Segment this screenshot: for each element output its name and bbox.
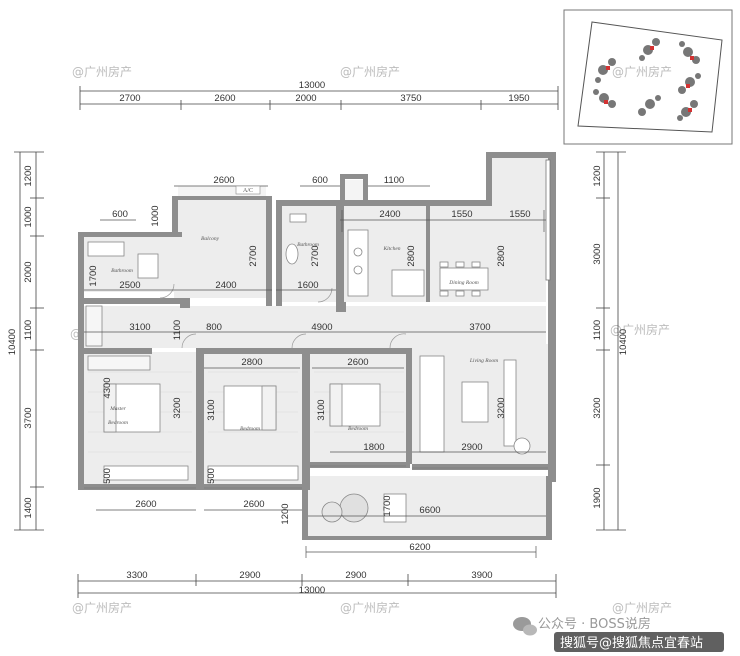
left-dimension: 1200 [23, 165, 34, 186]
inner-dimension: 2800 [496, 245, 507, 266]
inner-dimension: 3200 [496, 397, 507, 418]
bottom-total-dimension: 13000 [299, 585, 325, 596]
sohu-account-text: 搜狐号@搜狐焦点宜春站 [560, 636, 703, 651]
wood-floor-texture [88, 371, 404, 453]
room-label-bedroom: Bedroom [348, 426, 368, 432]
right-dimensions [596, 151, 626, 531]
inner-dimension: 3100 [206, 399, 217, 420]
watermark-text: @广州房产 [610, 322, 670, 337]
inner-dimension: 2900 [461, 442, 482, 453]
inner-dimension: 6600 [419, 505, 440, 516]
site-key-plan [563, 9, 733, 145]
walls [78, 152, 556, 540]
inner-dimension: 3100 [316, 399, 327, 420]
inner-dimension: 600 [112, 209, 128, 220]
wechat-account-text: 公众号 · BOSS说房 [538, 616, 651, 632]
bottom-dimension: 3900 [471, 570, 492, 581]
inner-dimension: 6200 [409, 542, 430, 553]
left-total-dimension: 10400 [7, 329, 18, 355]
room-label-master: Bedroom [108, 420, 128, 426]
left-dimension: 2000 [23, 261, 34, 282]
top-dimension: 2700 [119, 93, 140, 104]
top-total-dimension: 13000 [299, 80, 325, 91]
inner-dimension: 4300 [102, 377, 113, 398]
right-dimension: 1900 [592, 487, 603, 508]
right-dimension: 3200 [592, 397, 603, 418]
left-dimensions [14, 151, 44, 531]
top-dimension: 3750 [400, 93, 421, 104]
right-dimension: 1100 [592, 320, 603, 340]
inner-dimension: 3100 [129, 322, 150, 333]
inner-dimension: 2600 [347, 357, 368, 368]
right-dimension: 1200 [592, 165, 603, 186]
wechat-icon [513, 617, 537, 636]
inner-dimension: 1200 [280, 503, 291, 524]
footer-branding: 公众号 · BOSS说房 搜狐号@搜狐焦点宜春站 [513, 616, 724, 652]
bottom-dimension: 3300 [126, 570, 147, 581]
inner-dimension: 2700 [248, 245, 259, 266]
inner-dimension-lines [84, 185, 546, 558]
room-label-bathroom: Bathroom [111, 268, 133, 274]
windows [84, 159, 551, 489]
room-label-living: Living Room [469, 358, 498, 364]
furniture [85, 213, 531, 523]
watermark-text: @广州房产 [612, 600, 672, 615]
watermark-text: @广州房产 [340, 64, 400, 79]
inner-dimension: 800 [206, 322, 222, 333]
ac-label: A/C [243, 188, 253, 194]
inner-dimension: 600 [312, 175, 328, 186]
inner-dimension: 2800 [406, 245, 417, 266]
inner-dimension: 4900 [311, 322, 332, 333]
inner-dimension: 1100 [384, 175, 404, 186]
inner-dimension: 2600 [213, 175, 234, 186]
ac-unit [235, 185, 261, 195]
inner-dimension: 1600 [297, 280, 318, 291]
watermark-text: @广州房产 [72, 600, 132, 615]
watermark-text: @广州房产 [72, 64, 132, 79]
room-label-kitchen: Kitchen [382, 246, 400, 252]
room-label-bedroom: Bedroom [240, 426, 260, 432]
bottom-dimensions [77, 574, 557, 598]
right-dimension: 3000 [592, 243, 603, 264]
inner-dimension: 1000 [150, 205, 161, 226]
watermark-text: @广州房产 [340, 600, 400, 615]
room-label-balcony: Balcony [201, 236, 220, 242]
sohu-badge [554, 632, 724, 652]
inner-dimension: 1100 [172, 320, 183, 340]
inner-dimension: 2400 [379, 209, 400, 220]
inner-dimension: 2700 [310, 245, 321, 266]
inner-dimension: 500 [102, 468, 113, 484]
inner-dimension: 3200 [172, 397, 183, 418]
inner-dimension: 1550 [509, 209, 530, 220]
left-dimension: 1000 [23, 206, 34, 227]
inner-dimension: 1700 [88, 265, 99, 286]
inner-dimension: 1800 [363, 442, 384, 453]
room-label-master: Master [109, 406, 126, 412]
room-label-bathroom: Bathroom [297, 242, 319, 248]
top-dimension: 2000 [295, 93, 316, 104]
inner-dimension: 2600 [135, 499, 156, 510]
inner-dimension: 2500 [119, 280, 140, 291]
top-dimension: 2600 [214, 93, 235, 104]
inner-dimension: 2600 [243, 499, 264, 510]
inner-dimension: 500 [206, 468, 217, 484]
top-dimensions [79, 86, 559, 110]
inner-dimension: 2800 [241, 357, 262, 368]
bottom-dimension: 2900 [239, 570, 260, 581]
left-dimension: 1400 [23, 497, 34, 518]
room-label-dining: Dining Room [448, 280, 479, 286]
inner-dimension: 2400 [215, 280, 236, 291]
bottom-dimension: 2900 [345, 570, 366, 581]
door-swings [159, 283, 407, 349]
inner-dimension: 3700 [469, 322, 490, 333]
left-dimension: 3700 [23, 407, 34, 428]
inner-dimension: 1550 [451, 209, 472, 220]
inner-dimension: 1700 [382, 495, 393, 516]
right-total-dimension: 10400 [618, 329, 629, 355]
top-dimension: 1950 [508, 93, 529, 104]
watermark-text: @广州房产 [612, 64, 672, 79]
left-dimension: 1100 [23, 320, 34, 340]
